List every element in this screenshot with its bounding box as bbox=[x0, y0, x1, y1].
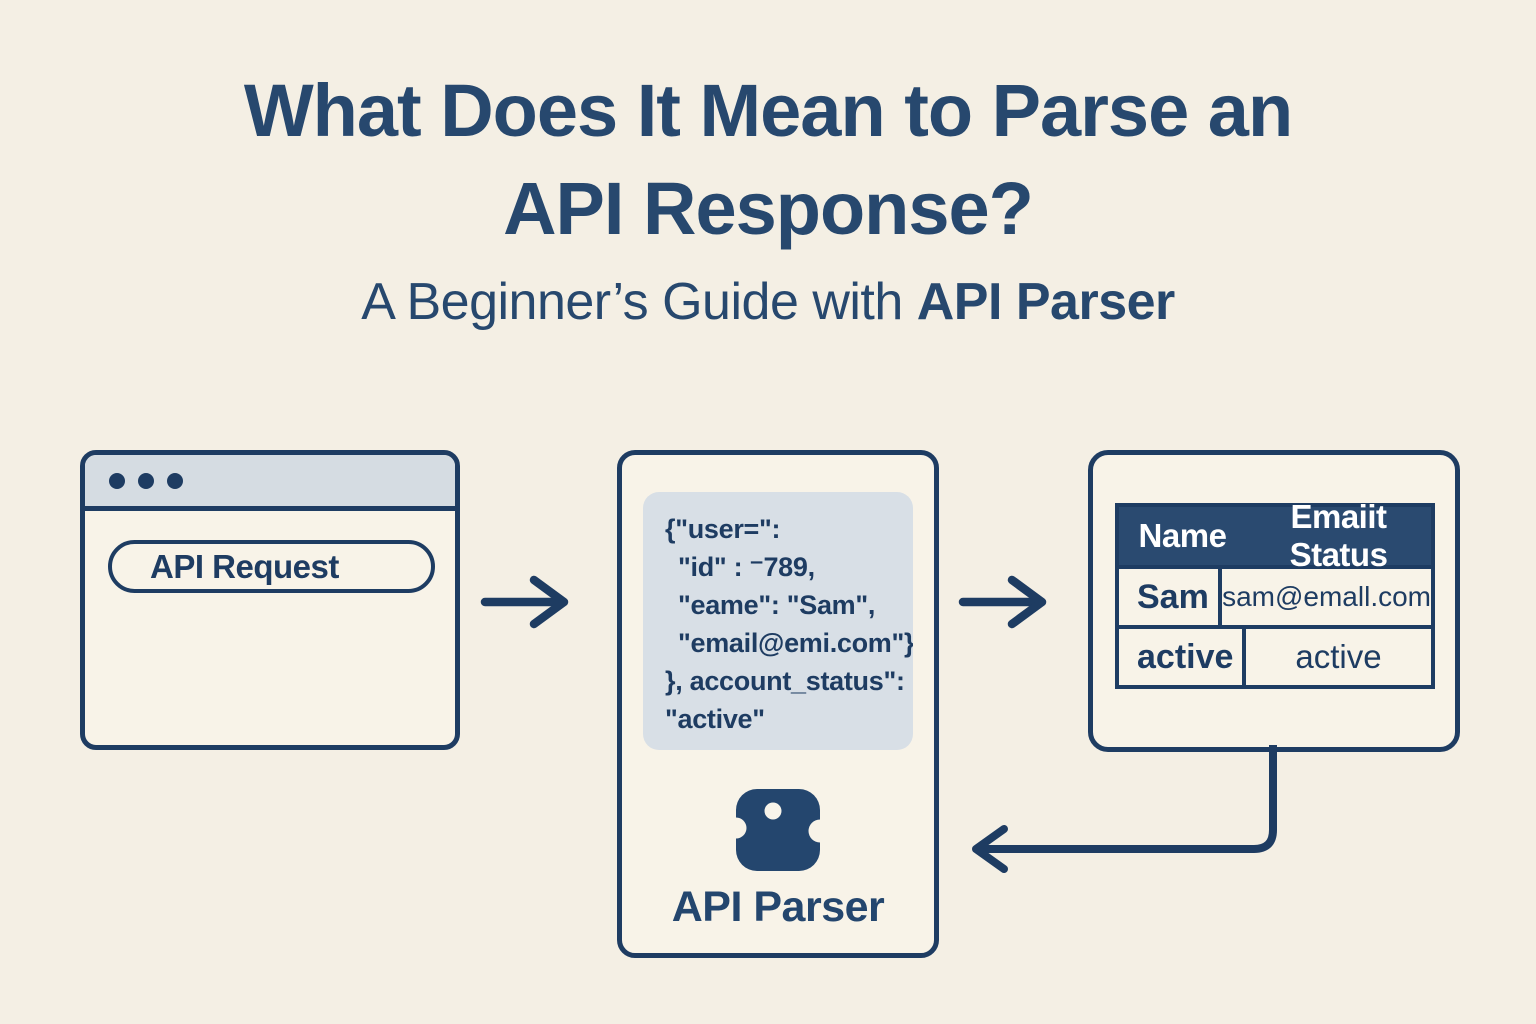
cell-status: active bbox=[1295, 638, 1382, 675]
code-line: {"user=": bbox=[665, 514, 781, 544]
table-header-email-status: Emaiit Status bbox=[1289, 498, 1388, 573]
subtitle-brand: API Parser bbox=[916, 273, 1176, 331]
code-line: }, account_status": bbox=[665, 666, 905, 696]
flow-arrow-right-icon bbox=[480, 575, 569, 629]
window-titlebar bbox=[85, 455, 455, 511]
table-header-row: Name Emaiit Status bbox=[1119, 498, 1431, 573]
table-row: Sam sam@emall.com bbox=[1119, 565, 1431, 625]
cell-email: sam@emall.com bbox=[1222, 581, 1431, 612]
return-arrow-icon bbox=[972, 745, 1277, 873]
table-row: active active bbox=[1119, 625, 1431, 685]
cell-status: active bbox=[1119, 629, 1246, 685]
api-request-field: API Request bbox=[108, 540, 435, 593]
subtitle-text: A Beginner’s Guide with bbox=[361, 273, 917, 331]
window-control-dot bbox=[138, 472, 154, 489]
request-window: API Request bbox=[80, 450, 460, 750]
code-line: "email@emi.com"} bbox=[678, 628, 913, 658]
flow-arrow-right-icon bbox=[958, 575, 1047, 629]
cell-name: Sam bbox=[1119, 569, 1223, 625]
result-window: Name Emaiit Status Sam sam@emall.com act… bbox=[1088, 450, 1460, 752]
table-header-name: Name bbox=[1138, 517, 1227, 554]
window-control-dot bbox=[109, 472, 125, 489]
window-control-dot bbox=[167, 472, 183, 489]
code-line: "id" : ⁻789, bbox=[678, 552, 815, 582]
json-code-block: {"user=": "id" : ⁻789, "eame": "Sam", "e… bbox=[643, 492, 913, 750]
title-line-2: API Response? bbox=[503, 166, 1034, 250]
page-title: What Does It Mean to Parse an API Respon… bbox=[0, 62, 1536, 257]
code-line: "eame": "Sam", bbox=[678, 590, 876, 620]
result-table: Name Emaiit Status Sam sam@emall.com act… bbox=[1115, 498, 1435, 689]
code-line: "active" bbox=[665, 704, 765, 734]
parser-box: {"user=": "id" : ⁻789, "eame": "Sam", "e… bbox=[617, 450, 939, 958]
page-subtitle: A Beginner’s Guide with API Parser bbox=[0, 272, 1536, 332]
title-line-1: What Does It Mean to Parse an bbox=[243, 69, 1293, 152]
parser-label: API Parser bbox=[671, 883, 885, 931]
puzzle-icon bbox=[736, 789, 820, 871]
